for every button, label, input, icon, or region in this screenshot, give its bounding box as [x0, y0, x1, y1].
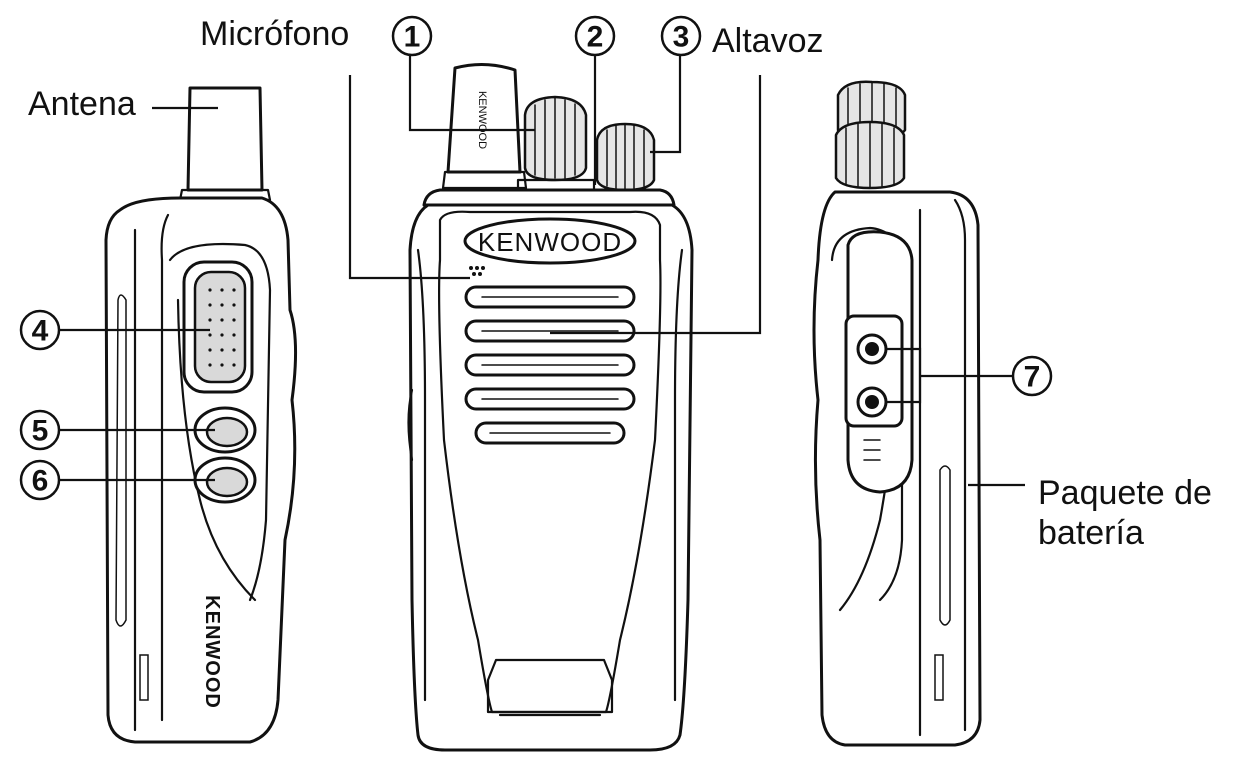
label-battery-line2: batería	[1038, 514, 1144, 552]
label-battery-line1: Paquete de	[1038, 474, 1212, 512]
front-logo: KENWOOD	[478, 227, 622, 257]
volume-knob	[595, 122, 656, 192]
text-labels: Micrófono Antena Altavoz Paquete de bate…	[28, 15, 1212, 552]
callout-4: 4	[19, 309, 61, 351]
left-side-view: KENWOOD	[104, 86, 298, 744]
front-logo-badge	[463, 217, 637, 265]
callout-3: 3	[660, 15, 702, 57]
side-key-5	[193, 406, 257, 454]
callout-6-text: 6	[32, 465, 49, 498]
callout-2: 2	[574, 15, 616, 57]
callout-5: 5	[19, 409, 61, 451]
speaker-grille	[464, 285, 636, 445]
callout-6: 6	[19, 459, 61, 501]
label-antenna: Antena	[28, 85, 136, 123]
leader-lines	[60, 55, 1025, 487]
callout-7-text: 7	[1024, 361, 1041, 394]
callout-5-text: 5	[32, 415, 49, 448]
ptt-key	[182, 260, 254, 394]
accessory-jacks	[844, 230, 914, 494]
callouts: 1 2 3 4 5 6 7	[19, 15, 1053, 501]
callout-3-text: 3	[673, 21, 690, 54]
microphone-holes	[469, 266, 485, 276]
label-microphone: Micrófono	[200, 15, 349, 53]
label-speaker: Altavoz	[712, 22, 824, 60]
side-logo-left: KENWOOD	[201, 595, 223, 709]
right-side-view	[812, 80, 982, 747]
antenna	[178, 86, 272, 202]
callout-1: 1	[391, 15, 433, 57]
callout-7: 7	[1011, 355, 1053, 397]
callout-2-text: 2	[587, 21, 604, 54]
front-antenna	[446, 63, 522, 174]
right-knobs	[834, 80, 907, 190]
callout-4-text: 4	[32, 315, 49, 348]
front-view: KENWOOD KENWOOD	[407, 63, 694, 752]
callout-1-text: 1	[404, 21, 421, 54]
channel-knob	[516, 95, 596, 192]
antenna-logo: KENWOOD	[476, 91, 488, 149]
